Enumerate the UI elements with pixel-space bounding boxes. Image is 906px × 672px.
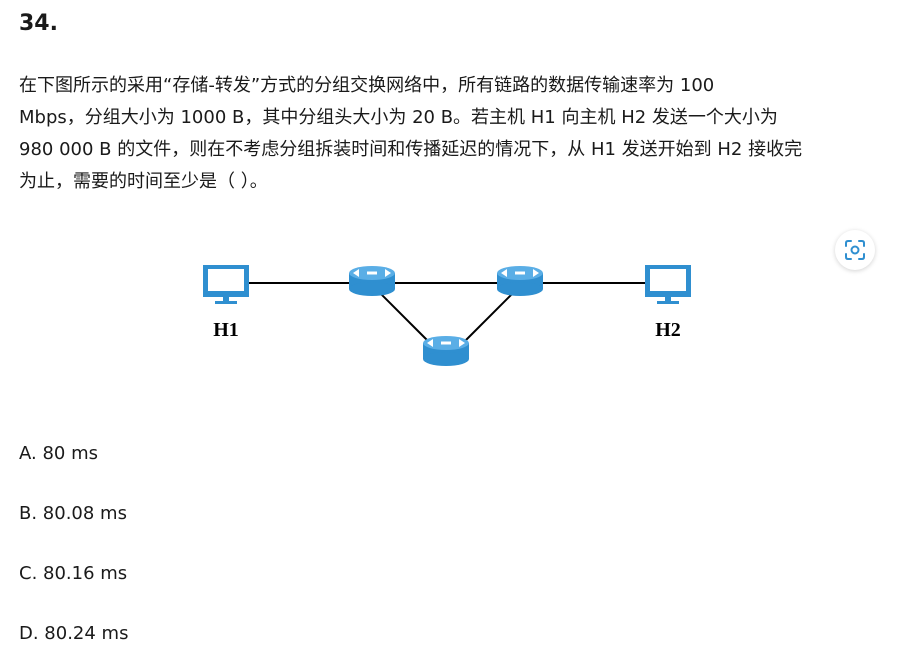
router-3-icon bbox=[423, 336, 469, 366]
network-diagram: H1 bbox=[203, 265, 691, 366]
question-line: 为止，需要的时间至少是（ ）。 bbox=[19, 171, 268, 192]
host-h2-label: H2 bbox=[655, 319, 681, 341]
network-links bbox=[249, 282, 645, 346]
router-2-icon bbox=[497, 266, 543, 296]
question-line: 980 000 B 的文件，则在不考虑分组拆装时间和传播延迟的情况下，从 H1 … bbox=[19, 139, 803, 160]
host-h1-icon bbox=[203, 265, 249, 304]
option-c[interactable]: C. 80.16 ms bbox=[19, 563, 128, 584]
question-line: 在下图所示的采用“存储-转发”方式的分组交换网络中，所有链路的数据传输速率为 1… bbox=[19, 75, 715, 96]
question-line: Mbps，分组大小为 1000 B，其中分组头大小为 20 B。若主机 H1 向… bbox=[19, 107, 778, 128]
scan-icon bbox=[845, 240, 865, 260]
option-b[interactable]: B. 80.08 ms bbox=[19, 503, 127, 524]
option-d[interactable]: D. 80.24 ms bbox=[19, 623, 129, 644]
image-scan-button[interactable] bbox=[835, 230, 875, 270]
link-router2-router3 bbox=[460, 292, 514, 346]
host-h2-icon bbox=[645, 265, 691, 304]
host-h1-label: H1 bbox=[213, 319, 239, 341]
link-router1-router3 bbox=[379, 292, 433, 346]
question-text: 在下图所示的采用“存储-转发”方式的分组交换网络中，所有链路的数据传输速率为 1… bbox=[19, 70, 889, 198]
option-a[interactable]: A. 80 ms bbox=[19, 443, 98, 464]
router-1-icon bbox=[349, 266, 395, 296]
question-number: 34. bbox=[19, 11, 58, 36]
